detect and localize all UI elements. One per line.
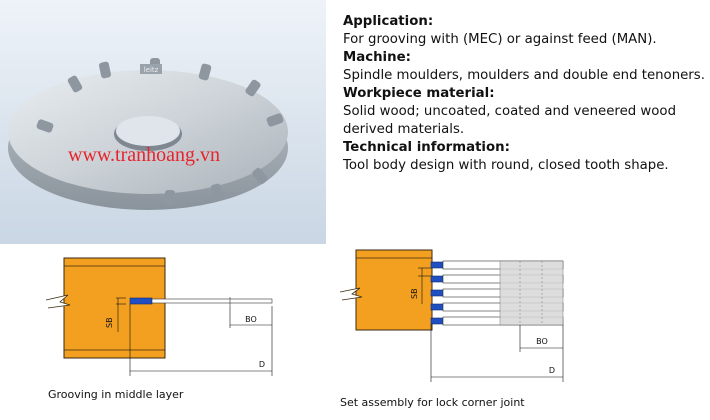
lock-corner-joint-diagram: SB BO D	[339, 249, 564, 382]
workpiece	[63, 257, 166, 359]
logo-text: leitz	[144, 66, 159, 74]
grooving-middle-layer-diagram: SB BO D	[45, 257, 273, 376]
tool-body	[151, 298, 273, 304]
caption-left: Grooving in middle layer	[48, 388, 184, 401]
machine-heading: Machine:	[343, 50, 411, 65]
workpiece	[355, 249, 433, 331]
d-label-right: D	[549, 366, 555, 375]
application-heading: Application:	[343, 14, 434, 29]
watermark: www.tranhoang.vn	[68, 144, 221, 166]
logo-plate	[140, 64, 162, 74]
product-photo: leitz www.tranhoang.vn	[0, 0, 326, 244]
technical-heading: Technical information:	[343, 140, 510, 155]
d-label-left: D	[259, 360, 265, 369]
cutter-set	[430, 260, 564, 326]
workpiece-heading: Workpiece material:	[343, 86, 495, 101]
cutter-blade	[129, 297, 153, 305]
bo-label-left: BO	[245, 315, 257, 324]
sb-label-right: SB	[410, 288, 419, 299]
sb-label-left: SB	[105, 317, 114, 328]
workpiece-text: Solid wood; uncoated, coated and veneere…	[343, 104, 677, 137]
cutter-disc-illustration: leitz	[0, 0, 326, 244]
application-text: For grooving with (MEC) or against feed …	[343, 32, 657, 47]
machine-text: Spindle moulders, moulders and double en…	[343, 68, 705, 83]
technical-text: Tool body design with round, closed toot…	[343, 158, 669, 173]
bo-label-right: BO	[536, 337, 548, 346]
caption-right: Set assembly for lock corner joint	[340, 396, 525, 409]
specification-text: Application: For grooving with (MEC) or …	[343, 13, 705, 175]
